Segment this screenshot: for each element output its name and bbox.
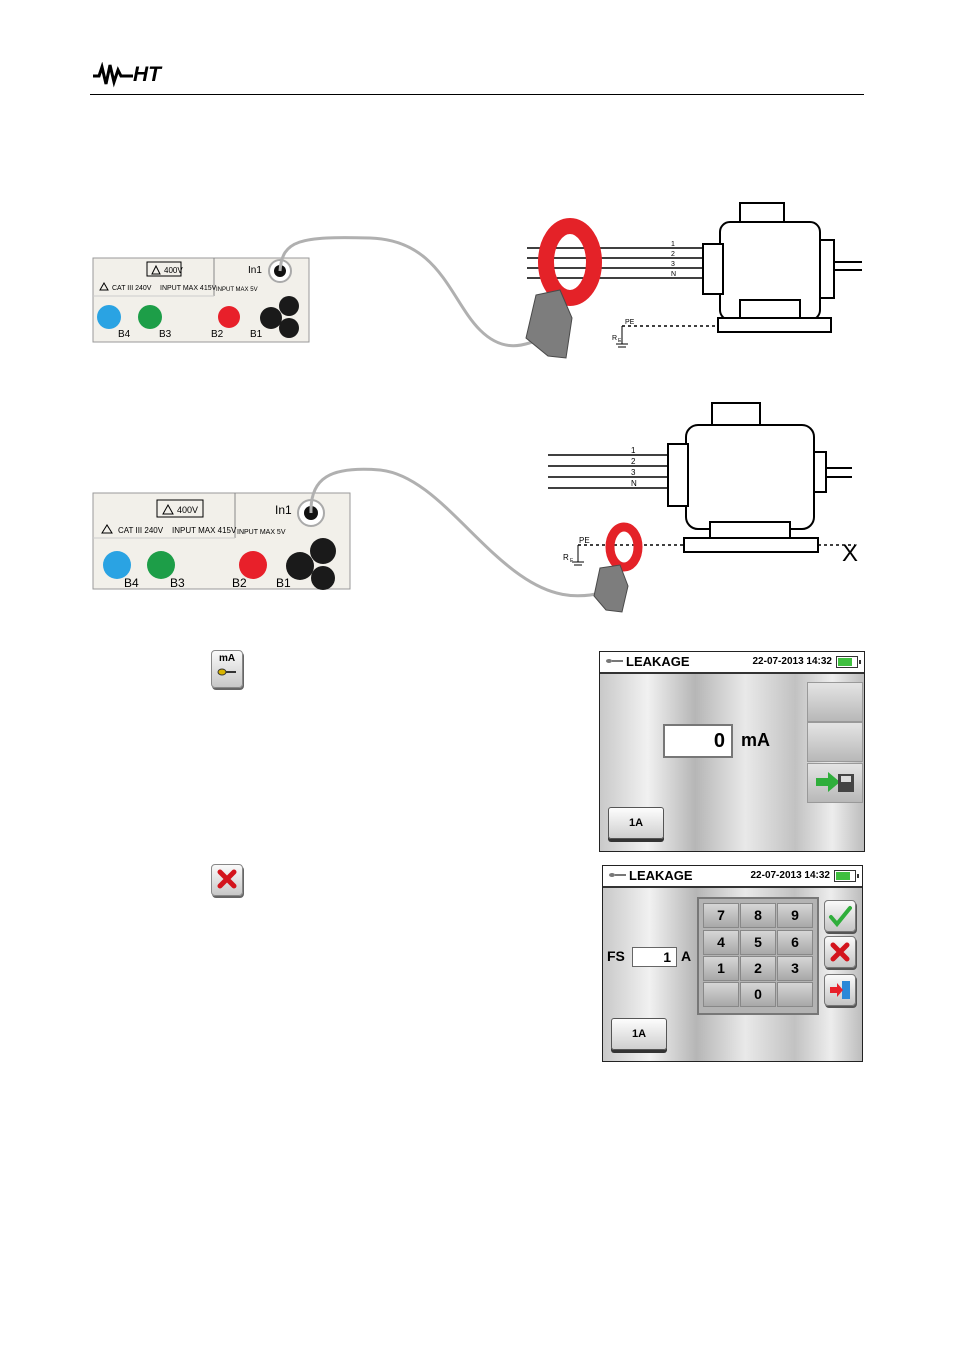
svg-text:R: R [563, 553, 569, 562]
key-8[interactable]: 8 [740, 903, 776, 928]
key-3[interactable]: 3 [777, 956, 813, 981]
battery-icon [834, 870, 856, 882]
key-0[interactable]: 0 [740, 982, 776, 1007]
svg-text:E: E [570, 558, 574, 564]
leakage-unit: mA [741, 730, 770, 751]
svg-text:1: 1 [671, 241, 675, 248]
key-9[interactable]: 9 [777, 903, 813, 928]
svg-text:B4: B4 [124, 576, 139, 590]
cancel-button[interactable] [824, 936, 856, 968]
leakage-screen-keypad: LEAKAGE 22-07-2013 14:32 FS 1 A 7 8 9 4 … [602, 865, 863, 1062]
clamp-handle-2 [594, 565, 628, 612]
side-button-empty-2[interactable] [807, 722, 863, 762]
range-1a-button[interactable]: 1A [611, 1018, 667, 1050]
svg-text:N: N [671, 271, 676, 278]
save-button[interactable] [807, 763, 863, 803]
terminal-b3-2 [147, 551, 175, 579]
svg-text:INPUT MAX 415V: INPUT MAX 415V [172, 526, 237, 535]
key-2[interactable]: 2 [740, 956, 776, 981]
motor-1 [703, 203, 862, 332]
svg-text:1: 1 [631, 446, 636, 455]
exit-door-icon [828, 979, 852, 1001]
terminal-b2-1 [218, 306, 240, 328]
exit-button[interactable] [824, 974, 856, 1006]
screen-title-bar: LEAKAGE 22-07-2013 14:32 [603, 866, 862, 888]
clamp-cable-1 [280, 238, 548, 346]
svg-text:B4: B4 [118, 329, 131, 340]
screen-title: LEAKAGE [629, 868, 693, 883]
svg-text:CAT III 240V: CAT III 240V [118, 526, 164, 535]
fs-unit: A [681, 948, 691, 964]
svg-text:3: 3 [671, 261, 675, 268]
key-blank-right[interactable] [777, 982, 813, 1007]
confirm-button[interactable] [824, 900, 856, 932]
svg-text:B2: B2 [232, 576, 247, 590]
clamp-icon [605, 658, 623, 664]
wiring-diagrams: 400V CAT III 240V INPUT MAX 415V In1 INP… [0, 0, 954, 640]
leakage-value: 0 [663, 724, 733, 758]
current-clamp-1 [546, 226, 594, 298]
svg-text:2: 2 [631, 457, 636, 466]
svg-text:E: E [618, 338, 622, 344]
side-button-empty-1[interactable] [807, 682, 863, 722]
svg-text:In1: In1 [275, 503, 292, 517]
cat-label-1: CAT III 240V [112, 285, 152, 292]
battery-icon [836, 656, 858, 668]
key-6[interactable]: 6 [777, 930, 813, 955]
clamp-key-icon [217, 667, 237, 677]
terminal-b4-1 [97, 305, 121, 329]
fs-value-input[interactable]: 1 [632, 947, 677, 967]
clamp-icon [608, 872, 626, 878]
key-5[interactable]: 5 [740, 930, 776, 955]
svg-text:B2: B2 [211, 329, 224, 340]
svg-text:B1: B1 [276, 576, 291, 590]
screen-title: LEAKAGE [626, 654, 690, 669]
open-circuit-mark: X [842, 540, 858, 567]
svg-text:N: N [631, 479, 637, 488]
key-1[interactable]: 1 [703, 956, 739, 981]
svg-text:B1: B1 [250, 329, 263, 340]
current-clamp-2 [610, 527, 638, 567]
diagram-2: 400V CAT III 240V INPUT MAX 415V In1 INP… [93, 403, 858, 612]
input-label-1: INPUT MAX 415V [160, 285, 217, 292]
green-check-icon [828, 904, 852, 928]
svg-text:400V: 400V [177, 505, 198, 515]
cancel-x-icon[interactable] [211, 864, 243, 896]
svg-text:PE: PE [625, 319, 635, 326]
fs-label: FS [607, 948, 625, 964]
diagram-1: 400V CAT III 240V INPUT MAX 415V In1 INP… [93, 203, 862, 358]
range-1a-button[interactable]: 1A [608, 807, 664, 839]
red-x-icon [829, 941, 851, 963]
leakage-ma-icon[interactable]: mA [211, 650, 243, 688]
save-arrow-icon [814, 768, 856, 796]
key-blank-left[interactable] [703, 982, 739, 1007]
svg-text:INPUT MAX 5V: INPUT MAX 5V [237, 529, 286, 536]
key-4[interactable]: 4 [703, 930, 739, 955]
panel-voltage-1: 400V [164, 266, 183, 275]
motor-2 [668, 403, 852, 552]
screen-datetime: 22-07-2013 14:32 [752, 656, 832, 667]
ma-icon-label: mA [212, 653, 242, 664]
svg-text:B3: B3 [159, 329, 172, 340]
numeric-keypad: 7 8 9 4 5 6 1 2 3 0 [697, 897, 819, 1015]
screen-datetime: 22-07-2013 14:32 [750, 870, 830, 881]
svg-text:R: R [612, 335, 617, 342]
svg-text:2: 2 [671, 251, 675, 258]
svg-text:PE: PE [579, 536, 590, 545]
terminal-b4-2 [103, 551, 131, 579]
svg-text:B3: B3 [170, 576, 185, 590]
screen-title-bar: LEAKAGE 22-07-2013 14:32 [600, 652, 864, 674]
key-7[interactable]: 7 [703, 903, 739, 928]
svg-text:3: 3 [631, 468, 636, 477]
in1-label-1: In1 [248, 265, 262, 276]
terminal-b2-2 [239, 551, 267, 579]
terminal-b3-1 [138, 305, 162, 329]
leakage-screen-measure: LEAKAGE 22-07-2013 14:32 0 mA 1A [599, 651, 865, 852]
in1-input-label-1: INPUT MAX 5V [216, 287, 258, 293]
red-x-icon [217, 869, 237, 889]
